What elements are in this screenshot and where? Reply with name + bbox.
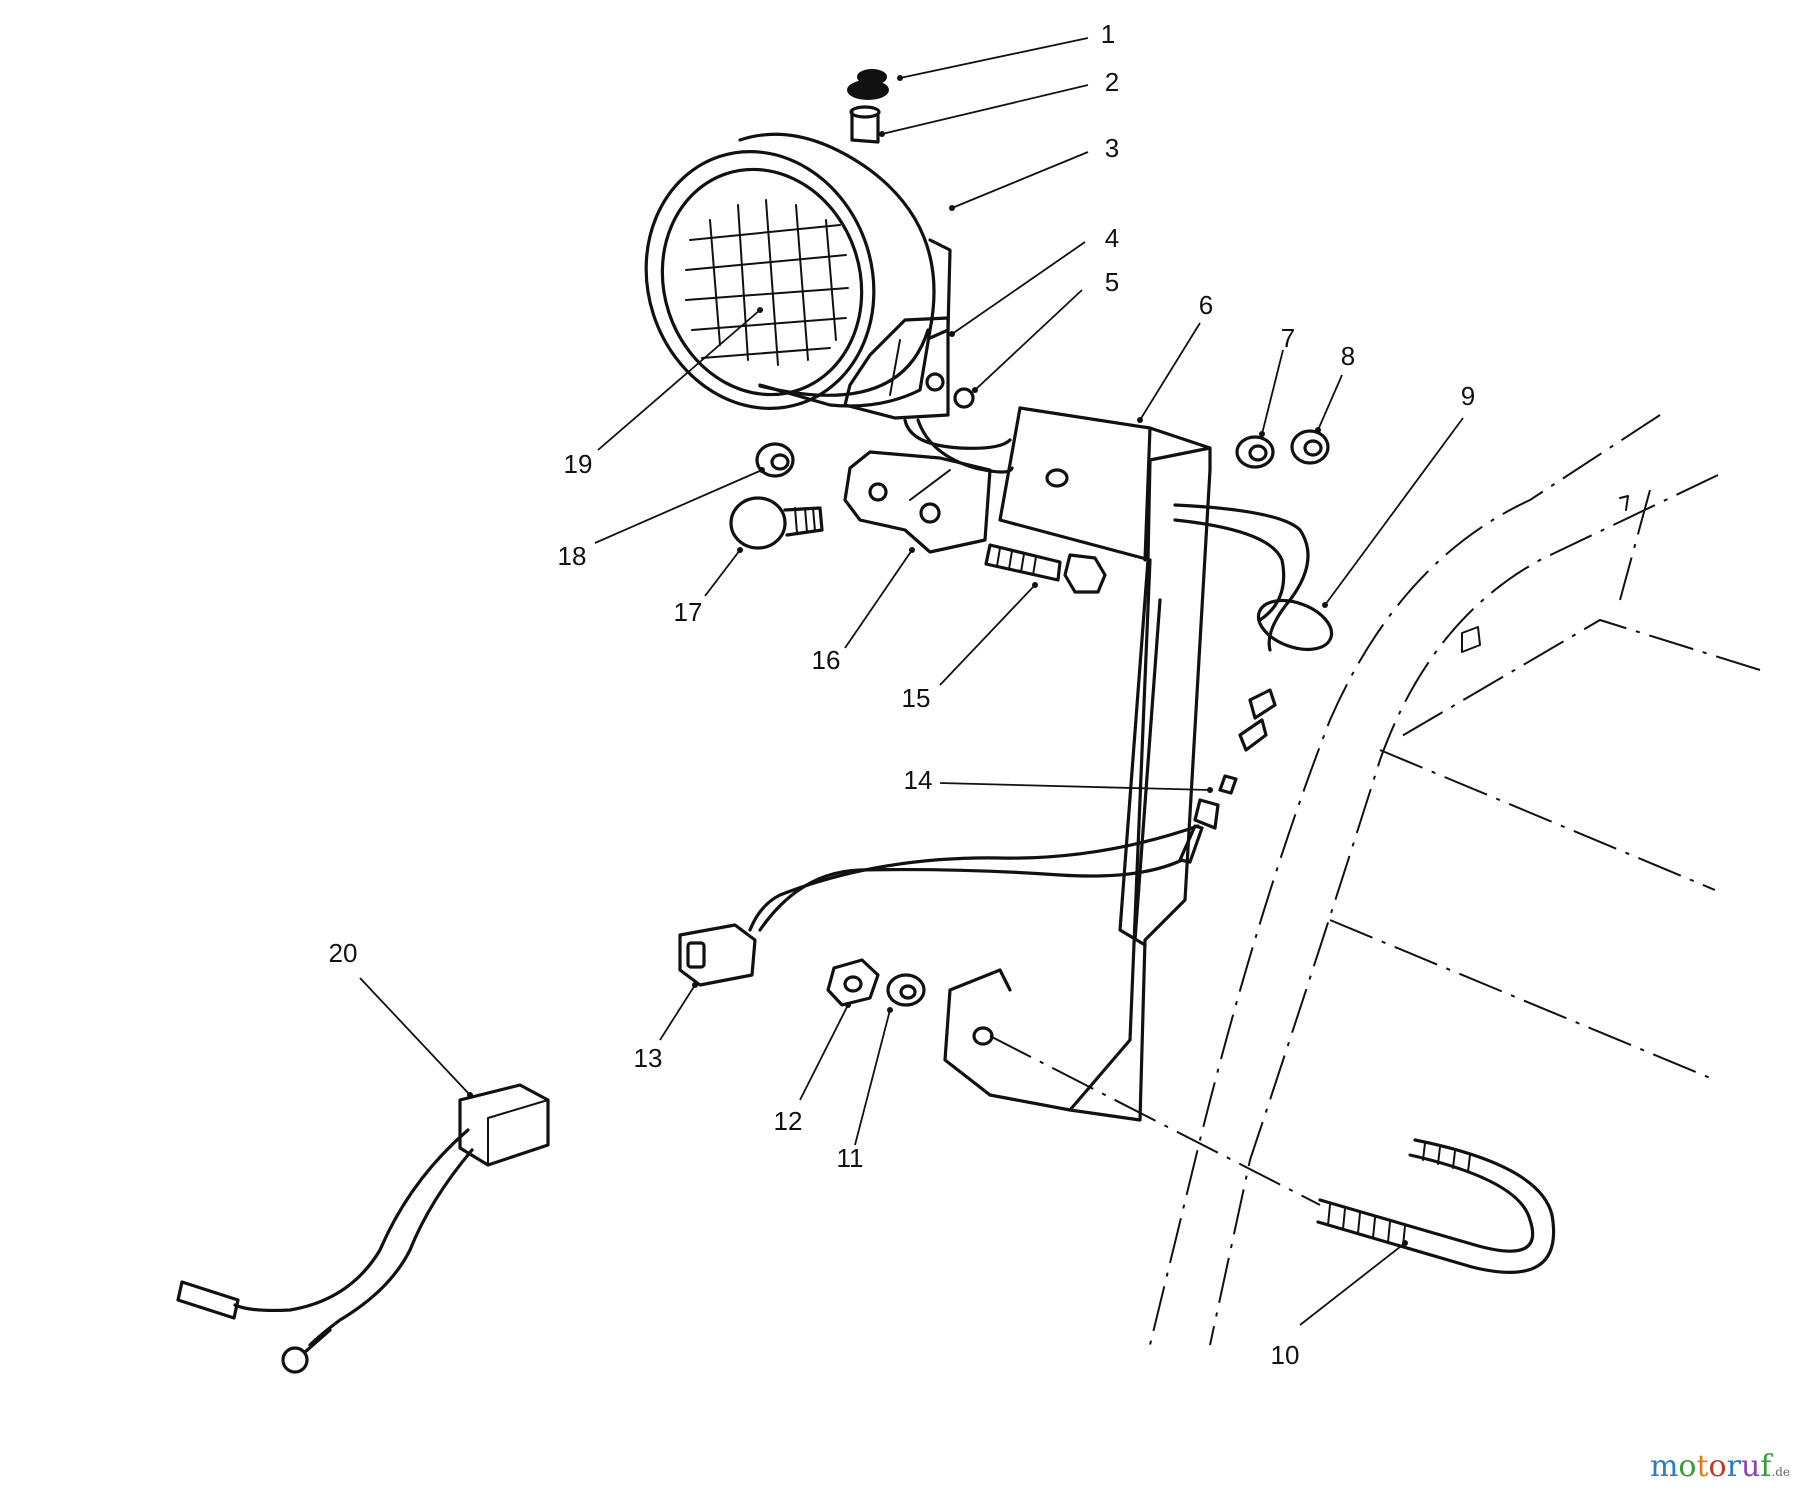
callout-11: 11	[837, 1143, 864, 1173]
hex-bolt-15	[984, 543, 1107, 594]
leader-lines	[359, 37, 1464, 1326]
callout-4: 4	[1105, 223, 1119, 253]
callout-19: 19	[564, 449, 593, 479]
headlight-wire	[903, 418, 1012, 450]
callout-5: 5	[1105, 267, 1119, 297]
watermark-letter: r	[1726, 1449, 1741, 1484]
connector-20	[176, 1083, 550, 1374]
watermark-letter: o	[1678, 1449, 1697, 1484]
watermark-tld: .de	[1771, 1465, 1790, 1479]
washer-7	[1235, 435, 1275, 469]
callout-15: 15	[902, 683, 931, 713]
callout-2: 2	[1105, 67, 1119, 97]
watermark-letter: o	[1708, 1449, 1727, 1484]
wire-harness	[748, 503, 1334, 932]
callout-10: 10	[1271, 1340, 1300, 1370]
callout-1: 1	[1101, 19, 1115, 49]
callout-6: 6	[1199, 290, 1213, 320]
headlight-lens-grid	[685, 199, 849, 366]
callout-16: 16	[812, 645, 841, 675]
callout-14: 14	[904, 765, 933, 795]
callout-7: 7	[1281, 323, 1295, 353]
nut-18	[755, 442, 795, 478]
callout-20: 20	[329, 938, 358, 968]
u-bolt	[1316, 1138, 1556, 1274]
callout-17: 17	[674, 597, 703, 627]
headlight-assembly	[644, 132, 952, 410]
nut-12	[826, 958, 880, 1007]
support-bar	[943, 406, 1212, 1122]
bulb-socket-and-cap	[847, 69, 889, 144]
callout-13: 13	[634, 1043, 663, 1073]
callout-labels: 1 2 3 4 5 6 7 8 9 10 11 12 13 14 15 16 1…	[329, 19, 1476, 1370]
carriage-bolt	[729, 496, 824, 550]
watermark-letter: t	[1696, 1449, 1709, 1484]
u-bolt-axis	[989, 1035, 1321, 1206]
watermark-letter: u	[1740, 1449, 1761, 1484]
watermark: motoruf.de	[1650, 1449, 1790, 1484]
callout-8: 8	[1341, 341, 1355, 371]
callout-12: 12	[774, 1106, 803, 1136]
callout-3: 3	[1105, 133, 1119, 163]
headlight-mount-bracket	[843, 316, 975, 420]
callout-9: 9	[1461, 381, 1475, 411]
watermark-letter: f	[1760, 1449, 1772, 1484]
light-bracket	[843, 450, 992, 554]
washer-11	[886, 973, 926, 1007]
watermark-logo: motoruf	[1650, 1449, 1771, 1484]
watermark-letter: m	[1649, 1449, 1679, 1484]
nut-8	[1290, 429, 1330, 465]
connector-13	[678, 923, 757, 987]
callout-18: 18	[558, 541, 587, 571]
tractor-frame-outline	[1149, 414, 1761, 1346]
